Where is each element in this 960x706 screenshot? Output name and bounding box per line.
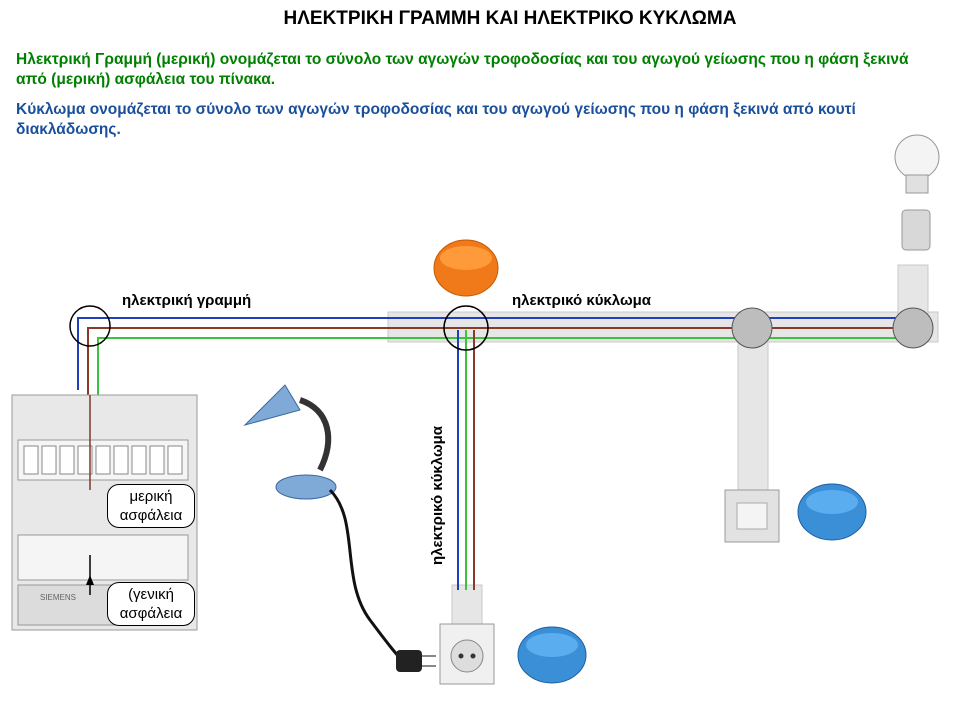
light-bulb-icon: [894, 134, 940, 251]
panel-brand: SIEMENS: [40, 593, 76, 602]
wall-socket-icon: [439, 623, 495, 685]
line-definition: Ηλεκτρική Γραμμή (μερική) ονομάζεται το …: [16, 51, 909, 88]
junction-box-icon: [433, 239, 499, 297]
electric-line-label: ηλεκτρική γραμμή: [122, 292, 252, 309]
arrow-head-icon: [86, 575, 94, 585]
main-fuse-label: (γενική ασφάλεια: [107, 582, 195, 626]
wires-circuit: [440, 317, 910, 590]
partial-fuse-label: μερική ασφάλεια: [107, 484, 195, 528]
electric-circuit-vertical-label: ηλεκτρικό κύκλωμα: [429, 425, 446, 565]
circuit-definition: Κύκλωμα ονομάζεται το σύνολο των αγωγών …: [16, 101, 856, 138]
desk-lamp-icon: [243, 384, 406, 664]
conduit-junction-icon: [892, 307, 934, 349]
lamp-socket-icon: [901, 209, 931, 251]
junction-box-icon: [517, 626, 587, 684]
light-switch-icon: [724, 489, 780, 543]
wires-line: [77, 317, 440, 395]
conduit-junction-icon: [731, 307, 773, 349]
branch-point-junction: [443, 305, 489, 351]
junction-box-icon: [797, 483, 867, 541]
branch-point-panel: [69, 305, 111, 347]
plug-icon: [396, 650, 436, 672]
electric-circuit-label: ηλεκτρικό κύκλωμα: [512, 292, 652, 309]
page-title: ΗΛΕΚΤΡΙΚΗ ΓΡΑΜΜΗ ΚΑΙ ΗΛΕΚΤΡΙΚΟ ΚΥΚΛΩΜΑ: [283, 8, 737, 29]
